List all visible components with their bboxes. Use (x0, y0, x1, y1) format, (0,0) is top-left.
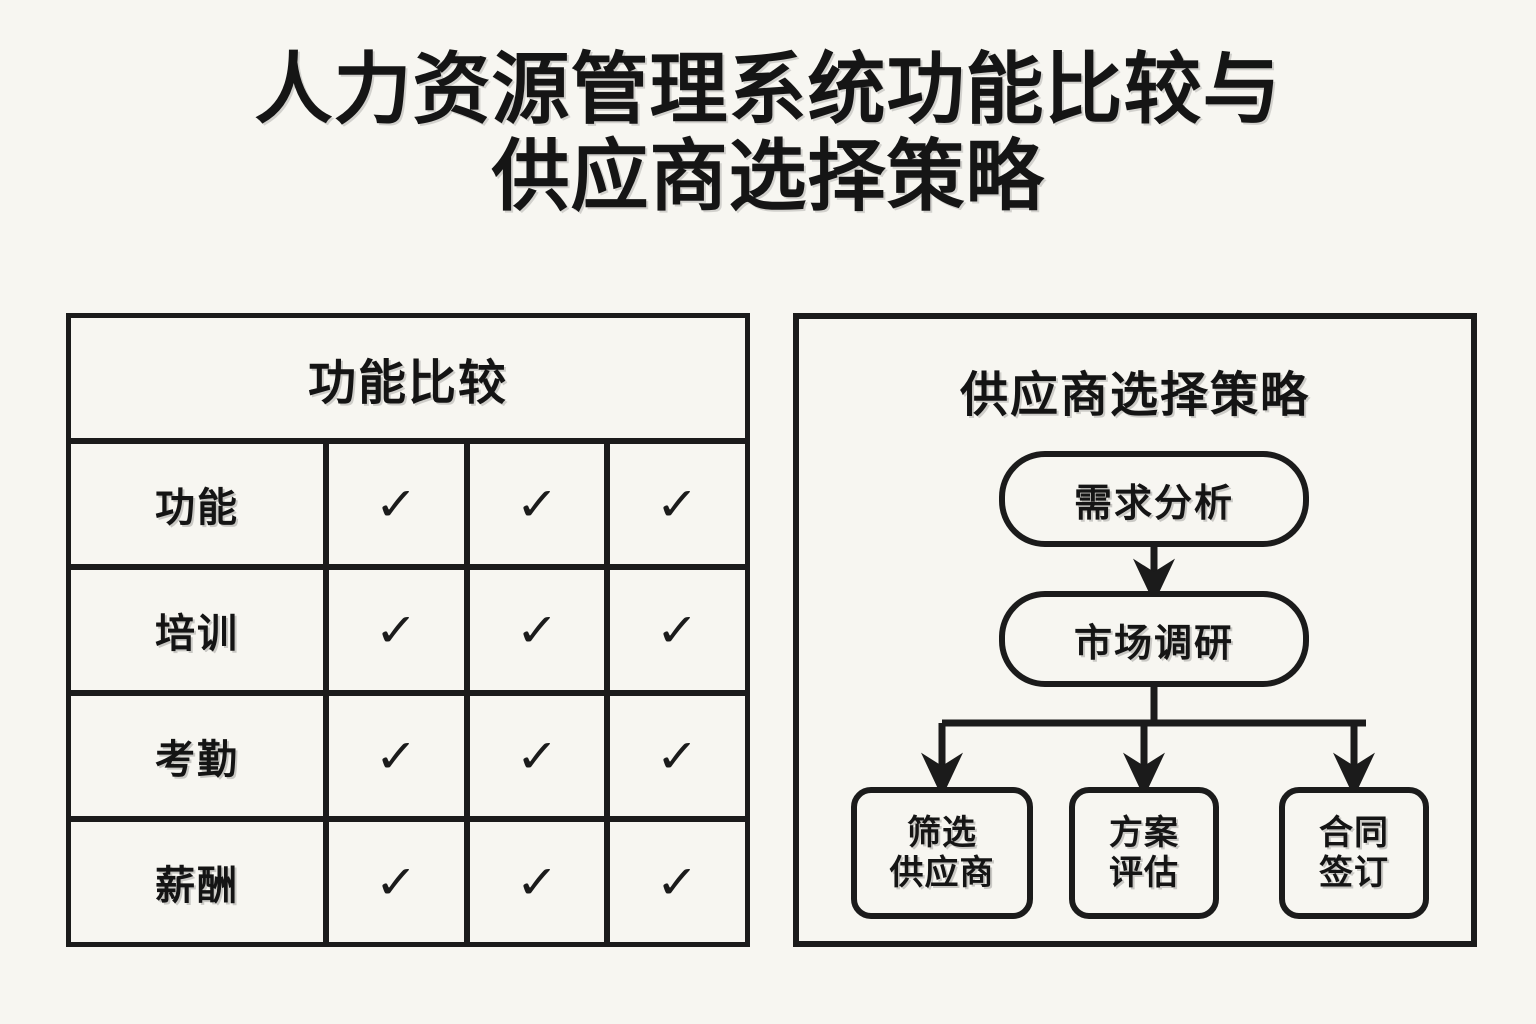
table-row-label: 功能 (155, 486, 239, 530)
flow-node-market-research-label: 市场调研 (1073, 622, 1234, 665)
flow-node-contract-signing-label-1: 合同 (1319, 813, 1389, 852)
check-icon: ✓ (374, 730, 418, 782)
check-icon: ✓ (656, 730, 700, 782)
table-row-label: 考勤 (155, 738, 239, 782)
table-row: 考勤 ✓ ✓ ✓ (71, 690, 745, 816)
table-row: 培训 ✓ ✓ ✓ (71, 564, 745, 690)
comparison-table-header: 功能比较 (71, 318, 745, 444)
page-title-line-2: 供应商选择策略 (491, 132, 1045, 221)
strategy-flowchart-panel: 供应商选择策略 需求分析 市场调研 筛选 供应商 方案 评估 合同 签订 (793, 313, 1477, 947)
table-cell-check: ✓ (604, 444, 745, 564)
table-cell-check: ✓ (463, 444, 605, 564)
table-cell-check: ✓ (604, 822, 745, 942)
table-row-label: 薪酬 (155, 864, 239, 908)
flow-node-contract-signing-label-2: 签订 (1319, 854, 1389, 892)
table-cell-check: ✓ (463, 570, 605, 690)
check-icon: ✓ (656, 604, 700, 656)
check-icon: ✓ (374, 478, 418, 530)
strategy-panel-title: 供应商选择策略 (959, 369, 1310, 422)
check-icon: ✓ (515, 478, 559, 530)
check-icon: ✓ (515, 856, 559, 908)
flow-node-proposal-evaluation-label-1: 方案 (1109, 813, 1179, 852)
check-icon: ✓ (374, 604, 418, 656)
flow-node-market-research[interactable]: 市场调研 (999, 591, 1309, 687)
comparison-table-header-label: 功能比较 (307, 357, 508, 410)
table-cell-check: ✓ (463, 696, 605, 816)
table-row: 功能 ✓ ✓ ✓ (71, 444, 745, 564)
flow-node-screen-suppliers[interactable]: 筛选 供应商 (851, 787, 1033, 919)
check-icon: ✓ (374, 856, 418, 908)
table-row-label: 培训 (155, 612, 239, 656)
check-icon: ✓ (515, 730, 559, 782)
page-title-line-1: 人力资源管理系统功能比较与 (254, 45, 1282, 133)
comparison-table-body: 功能 ✓ ✓ ✓ 培训 ✓ ✓ ✓ 考勤 ✓ ✓ ✓ 薪酬 ✓ ✓ ✓ (71, 444, 745, 942)
flow-node-screen-suppliers-label-1: 筛选 (907, 813, 977, 852)
check-icon: ✓ (656, 856, 700, 908)
flow-node-screen-suppliers-label-2: 供应商 (889, 854, 995, 892)
table-cell-check: ✓ (604, 570, 745, 690)
table-cell-check: ✓ (323, 696, 464, 816)
check-icon: ✓ (656, 478, 700, 530)
table-cell-check: ✓ (323, 570, 464, 690)
table-cell-check: ✓ (463, 822, 605, 942)
table-cell-check: ✓ (604, 696, 745, 816)
page-title: 人力资源管理系统功能比较与 供应商选择策略 (0, 45, 1536, 221)
flow-node-proposal-evaluation[interactable]: 方案 评估 (1069, 787, 1219, 919)
flow-node-contract-signing[interactable]: 合同 签订 (1279, 787, 1429, 919)
check-icon: ✓ (515, 604, 559, 656)
flow-node-proposal-evaluation-label-2: 评估 (1109, 854, 1179, 892)
table-row: 薪酬 ✓ ✓ ✓ (71, 816, 745, 942)
flow-node-demand-analysis-label: 需求分析 (1073, 482, 1234, 525)
table-cell-check: ✓ (323, 444, 464, 564)
comparison-table-panel: 功能比较 功能 ✓ ✓ ✓ 培训 ✓ ✓ ✓ 考勤 ✓ ✓ ✓ 薪酬 ✓ ✓ ✓ (66, 313, 750, 947)
flow-node-demand-analysis[interactable]: 需求分析 (999, 451, 1309, 547)
table-cell-check: ✓ (323, 822, 464, 942)
